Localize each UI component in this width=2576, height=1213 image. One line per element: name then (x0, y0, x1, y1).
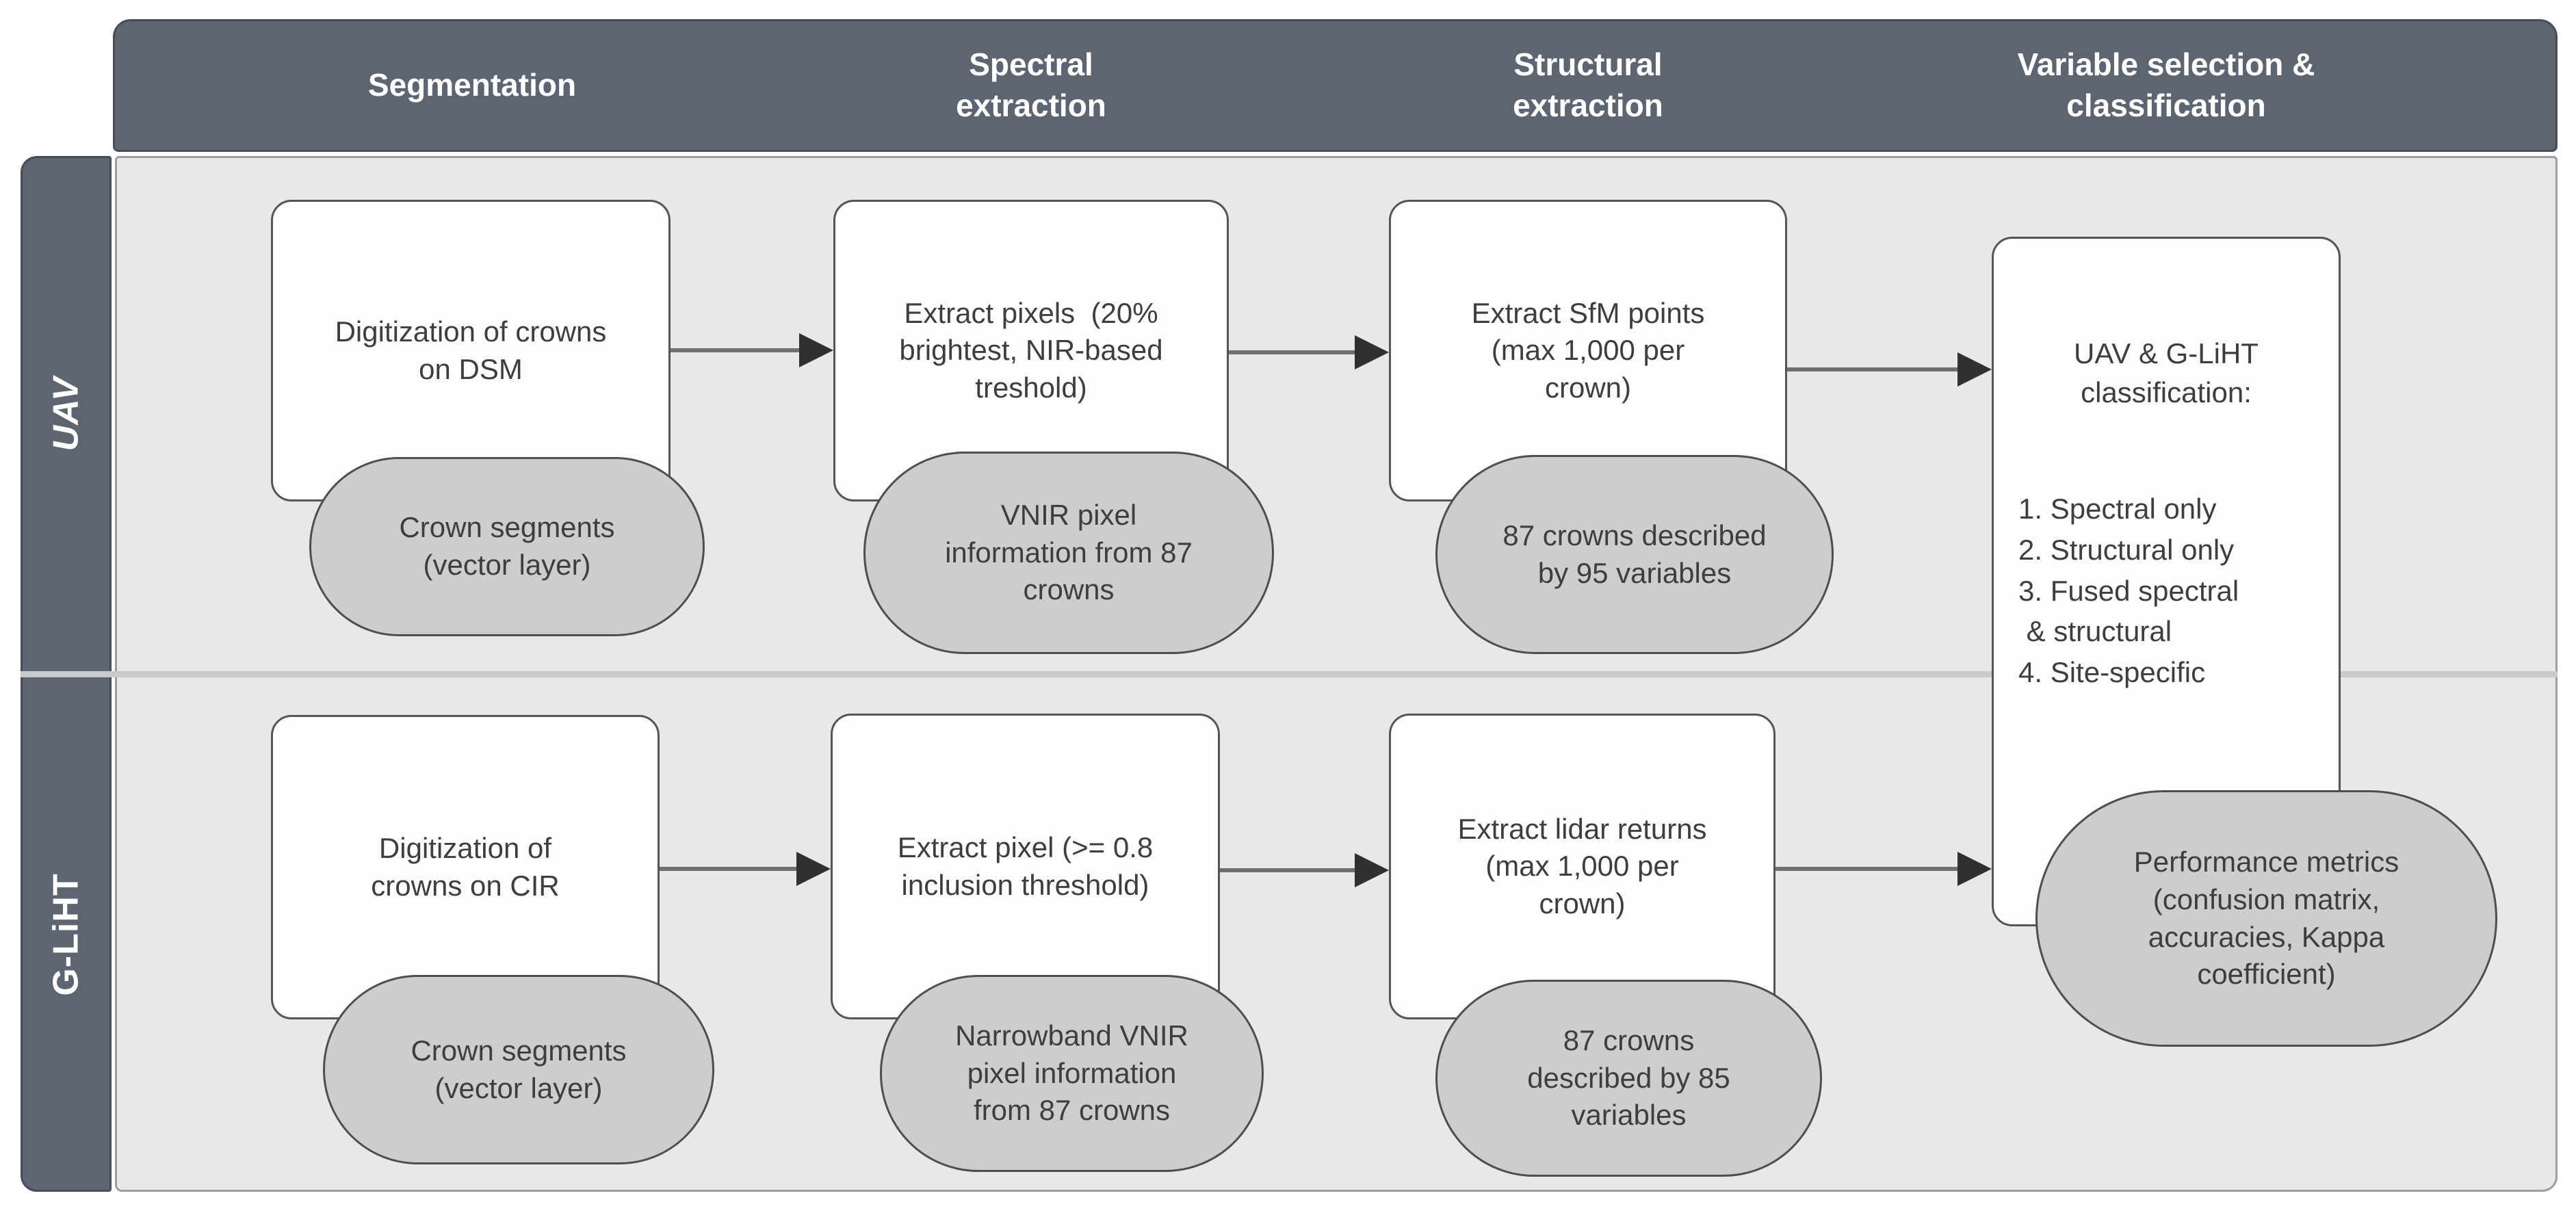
arrow-line (671, 348, 803, 352)
arrow-line (1787, 367, 1962, 371)
process-box-gliht-digitization: Digitization of crowns on CIR (271, 715, 660, 1019)
output-node-gliht-crown-segments: Crown segments (vector layer) (323, 975, 714, 1164)
classification-title: UAV & G-LiHT classification: (2074, 337, 2259, 408)
arrow-uav-step1-to-step2 (671, 333, 833, 367)
arrow-line (1229, 350, 1359, 354)
arrow-head-icon (1355, 335, 1389, 369)
lane-divider-line (21, 671, 2558, 677)
arrow-head-icon (1355, 853, 1389, 887)
output-node-uav-crown-segments: Crown segments (vector layer) (309, 457, 705, 636)
column-header-variable-selection-classification: Variable selection & classification (2017, 47, 2315, 123)
arrow-line (1220, 868, 1359, 872)
classification-item-fused: 3. Fused spectral & structural (2018, 574, 2239, 648)
output-node-gliht-narrowband-vnir: Narrowband VNIR pixel information from 8… (880, 975, 1264, 1172)
lane-label-gliht-text: G-LiHT (46, 873, 86, 996)
output-node-uav-vnir-pixels: VNIR pixel information from 87 crowns (863, 452, 1274, 654)
arrow-gliht-step2-to-step3 (1220, 853, 1389, 887)
arrow-uav-step3-to-classification (1787, 352, 1992, 387)
lane-label-uav-text: UAV (46, 376, 86, 451)
process-box-uav-extract-pixels: Extract pixels (20% brightest, NIR-based… (833, 200, 1229, 501)
arrow-head-icon (796, 852, 831, 886)
classification-item-site-specific: 4. Site-specific (2018, 655, 2206, 688)
classification-list: 1. Spectral only 2. Structural only 3. F… (2013, 488, 2319, 692)
arrow-head-icon (1957, 352, 1992, 387)
arrow-gliht-step1-to-step2 (660, 852, 831, 886)
arrow-head-icon (1957, 852, 1992, 886)
output-node-performance-metrics: Performance metrics (confusion matrix, a… (2035, 790, 2497, 1047)
column-header-structural-extraction: Structural extraction (1513, 47, 1663, 123)
header-bar (113, 19, 2558, 152)
column-header-segmentation: Segmentation (367, 67, 577, 103)
lane-label-gliht: G-LiHT (21, 677, 112, 1192)
process-box-uav-digitization: Digitization of crowns on DSM (271, 200, 671, 501)
arrow-line (1775, 867, 1962, 871)
process-box-gliht-extract-lidar-returns: Extract lidar returns (max 1,000 per cro… (1389, 714, 1775, 1019)
arrow-gliht-step3-to-classification (1775, 852, 1992, 886)
output-node-gliht-85-variables: 87 crowns described by 85 variables (1435, 980, 1822, 1177)
process-box-uav-extract-sfm-points: Extract SfM points (max 1,000 per crown) (1389, 200, 1787, 501)
output-node-uav-95-variables: 87 crowns described by 95 variables (1435, 455, 1834, 654)
arrow-uav-step2-to-step3 (1229, 335, 1389, 369)
classification-item-spectral-only: 1. Spectral only (2018, 493, 2217, 525)
lane-label-uav: UAV (21, 156, 112, 671)
arrow-line (660, 867, 801, 871)
process-box-gliht-extract-pixel: Extract pixel (>= 0.8 inclusion threshol… (831, 714, 1220, 1019)
column-header-spectral-extraction: Spectral extraction (956, 47, 1106, 123)
classification-item-structural-only: 2. Structural only (2018, 534, 2235, 566)
arrow-head-icon (799, 333, 833, 367)
